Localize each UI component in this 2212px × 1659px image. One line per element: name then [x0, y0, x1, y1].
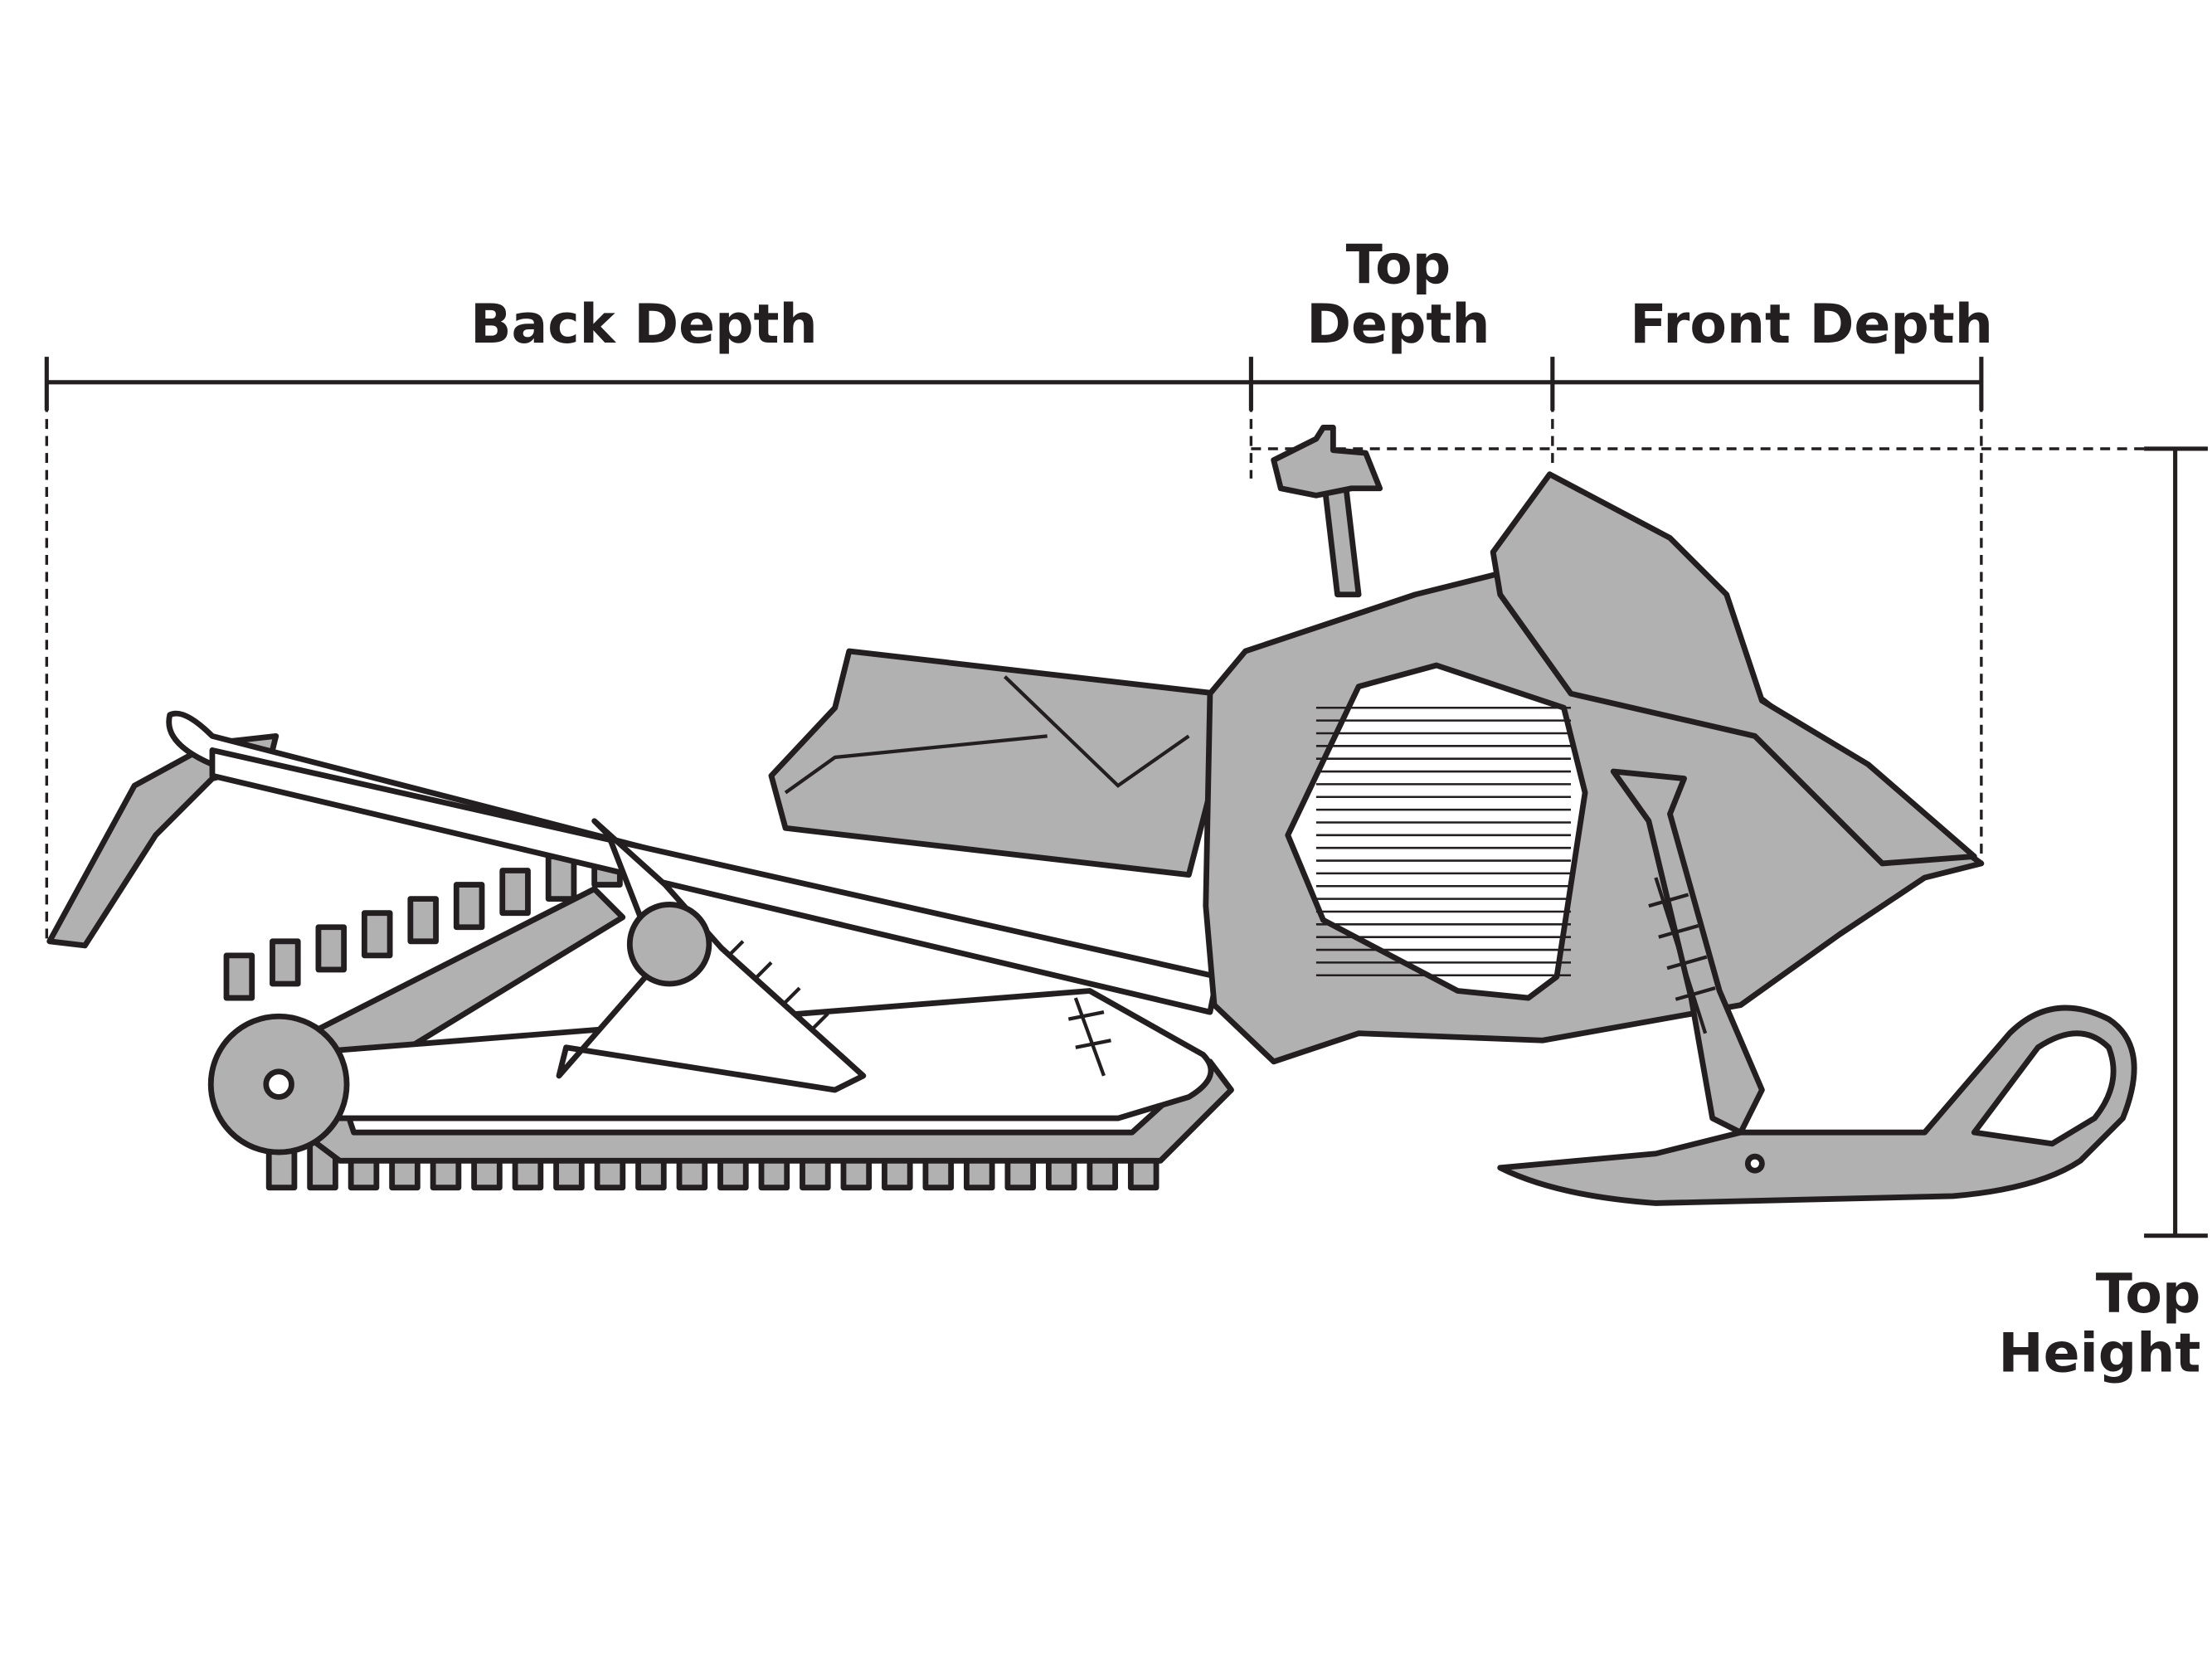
snowmobile-illustration [46, 424, 2137, 1206]
depth-dimension-line [44, 357, 1984, 411]
handlebar [1271, 424, 1383, 499]
track-lug [453, 882, 485, 931]
tunnel-rail [209, 747, 1220, 1015]
front-shock [1648, 877, 1716, 1034]
track-lug [499, 868, 531, 917]
extension-dashed-lines [45, 385, 2208, 946]
track-band [223, 886, 1234, 1164]
track-lug [407, 896, 439, 945]
hood [1490, 471, 1977, 867]
rear-shock [706, 932, 1111, 1077]
top-depth-label-line2: Depth [1306, 294, 1490, 356]
track-lug [361, 910, 393, 959]
track-lug [223, 952, 255, 1001]
side-vent [1285, 662, 1588, 1001]
vent-slats [1315, 706, 1572, 977]
track-lug [315, 924, 348, 973]
ski-loop [1971, 1030, 2117, 1147]
idler-wheel [626, 902, 712, 987]
front-spindle [1610, 768, 1765, 1136]
back-depth-label: Back Depth [470, 294, 818, 356]
top-height-label-line2: Height [1998, 1323, 2200, 1385]
front-depth-label: Front Depth [1630, 294, 1993, 356]
rear-idler-hub [263, 1068, 294, 1100]
top-depth-label-line1: Top [1346, 234, 1451, 296]
ski [1497, 1005, 2137, 1206]
track-lug [270, 938, 301, 987]
top-height-label-line1: Top [2096, 1263, 2201, 1326]
height-dimension-line [2144, 446, 2208, 1238]
seat-stripe [784, 675, 1190, 795]
ski-bolt [1744, 1153, 1765, 1174]
